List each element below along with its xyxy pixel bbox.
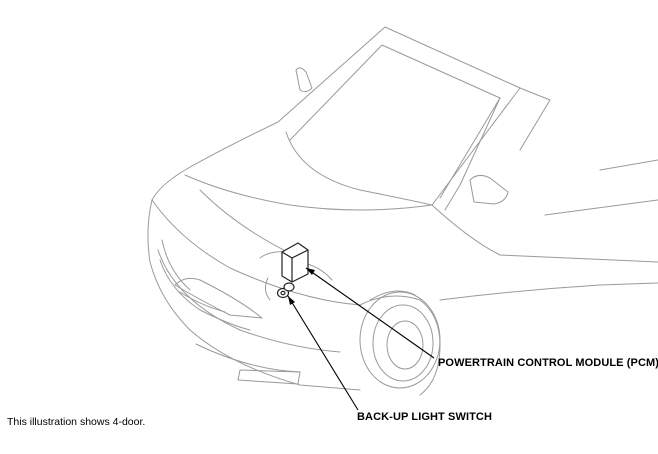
pcm-callout-label: POWERTRAIN CONTROL MODULE (PCM): [438, 357, 658, 369]
pcm-module: [281, 242, 309, 283]
switch-arrowhead: [288, 296, 295, 305]
leader-lines: [287, 267, 435, 411]
backup-switch-callout-label: BACK-UP LIGHT SWITCH: [357, 411, 493, 423]
illustration-note: This illustration shows 4-door.: [7, 416, 146, 428]
backup-light-switch: [276, 282, 295, 299]
pcm-leader: [305, 267, 435, 359]
pcm-arrowhead: [306, 268, 315, 275]
switch-leader: [287, 295, 359, 411]
car-outline: [147, 26, 658, 396]
